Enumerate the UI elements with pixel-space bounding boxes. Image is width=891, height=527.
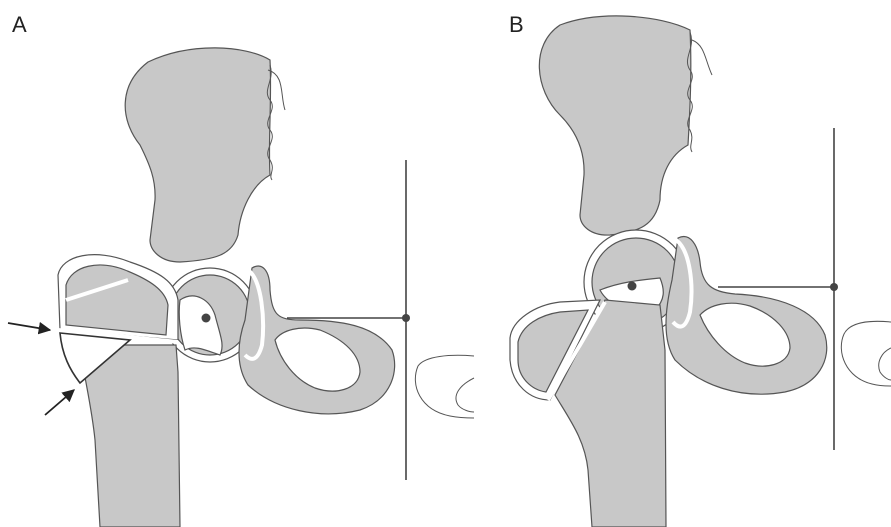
sacrum-inner-a [456, 378, 474, 412]
arrow-upper-a [8, 323, 50, 330]
head-center-dot-b [628, 282, 637, 291]
ilium-b [539, 16, 690, 235]
head-center-dot-a [202, 314, 211, 323]
femur-shaft-a [82, 345, 180, 527]
sacrum-outline-a [415, 355, 474, 418]
suture-line-b2 [692, 40, 712, 75]
panel-a [8, 48, 474, 527]
ilium-a [125, 48, 270, 262]
sacrum-inner-b [879, 348, 891, 380]
arrow-lower-a [45, 390, 74, 415]
reference-point-b [830, 283, 838, 291]
panel-b [510, 16, 891, 527]
reference-point-a [402, 314, 410, 322]
